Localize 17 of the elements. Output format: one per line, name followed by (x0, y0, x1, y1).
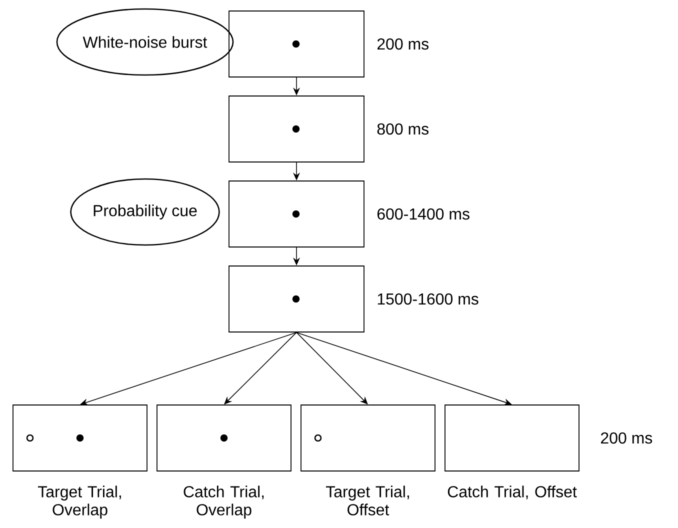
duration-label: 1500-1600 ms (378, 293, 478, 305)
screen-box (156, 404, 292, 472)
screen-box (228, 96, 364, 162)
duration-label: 200 ms (601, 432, 652, 444)
screen-box (444, 404, 580, 472)
screen-box (228, 266, 364, 332)
condition-caption: Target Trial, Overlap (38, 486, 121, 519)
screen-box (12, 404, 148, 472)
condition-caption: Target Trial, Offset (326, 486, 409, 516)
duration-label: 200 ms (377, 38, 429, 50)
duration-label: 600-1400 ms (377, 208, 470, 220)
screen-box (228, 180, 364, 248)
condition-caption: Catch Trial, Overlap (184, 486, 264, 519)
duration-label: 800 ms (377, 123, 429, 135)
screen-box (228, 10, 364, 78)
condition-caption: Catch Trial, Offset (448, 486, 577, 500)
screen-box (300, 404, 436, 472)
